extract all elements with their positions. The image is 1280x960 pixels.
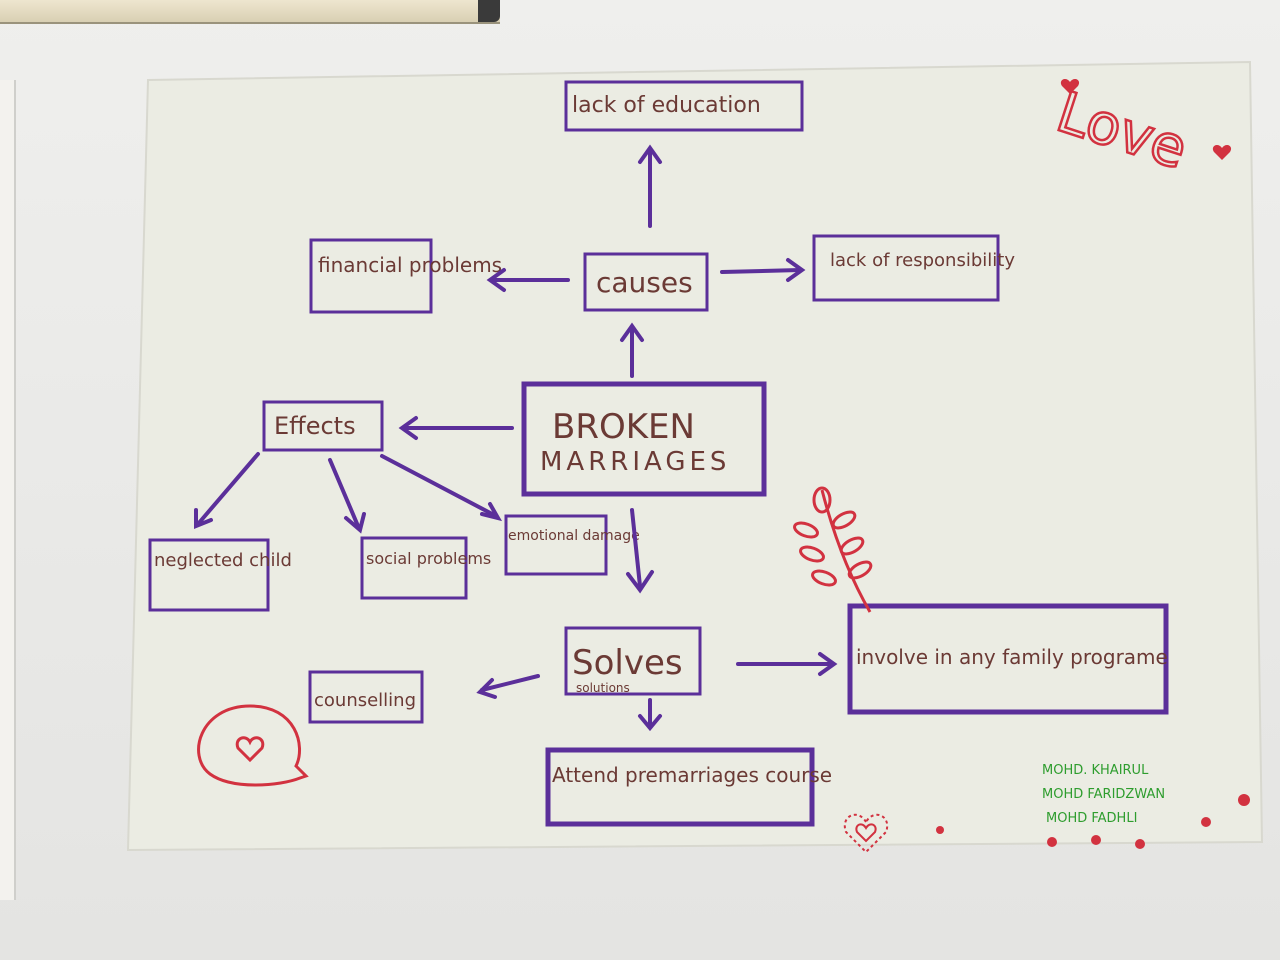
arrowhead — [344, 512, 366, 534]
arrowhead — [480, 502, 503, 522]
heart-icon — [1201, 817, 1211, 827]
paper — [126, 60, 1264, 852]
effect-emotional-damage: emotional damage — [504, 514, 640, 576]
cause-financial-problems-text: financial problems — [318, 253, 502, 277]
effect-neglected-child-text: neglected child — [154, 550, 292, 571]
heart-icon — [1060, 79, 1080, 94]
arrowhead — [398, 416, 418, 440]
marker-pen — [0, 0, 500, 24]
cause-lack-of-responsibility: lack of responsibility — [812, 234, 1015, 302]
arrow-to-counselling — [480, 674, 540, 692]
solution-counselling: counselling — [308, 670, 424, 724]
arrowhead — [818, 652, 838, 676]
marker-cap — [478, 0, 500, 22]
heart-bubble-icon — [197, 704, 309, 787]
central-title-line1: BROKEN — [552, 407, 695, 447]
solves-label: Solves — [572, 643, 683, 683]
arrow-to-solves — [630, 508, 642, 588]
causes-label: causes — [596, 266, 693, 299]
arrowhead — [620, 322, 644, 342]
cause-lack-of-responsibility-text: lack of responsibility — [830, 250, 1015, 271]
cause-lack-of-education: lack of education — [564, 80, 804, 132]
heart-icon — [1238, 794, 1250, 806]
solution-premarriage-course: Attend premarriages course — [545, 747, 832, 827]
causes-node: causes — [583, 252, 709, 312]
central-title-line2: MARRIAGES — [540, 447, 730, 477]
author-name: MOHD FADHLI — [1046, 811, 1137, 826]
heart-icon — [1091, 835, 1101, 845]
central-node: BROKEN MARRIAGES — [521, 381, 767, 497]
effect-emotional-damage-text: emotional damage — [508, 528, 640, 544]
cause-lack-of-education-text: lack of education — [572, 93, 761, 118]
arrowhead — [786, 258, 806, 282]
heart-icon — [1135, 839, 1145, 849]
arrow-to-social — [328, 458, 360, 528]
solves-sublabel: solutions — [576, 681, 630, 695]
arrowhead — [638, 144, 662, 164]
arrowhead — [626, 570, 654, 594]
solution-family-programme: involve in any family programe — [847, 603, 1169, 715]
arrow-to-responsibility — [720, 268, 802, 274]
solution-counselling-text: counselling — [314, 690, 416, 711]
dotted-heart-icon — [843, 813, 889, 854]
arrow-to-emotional — [380, 454, 498, 518]
heart-icon — [936, 826, 944, 834]
leaf-branch-icon — [793, 486, 873, 613]
solution-family-programme-text: involve in any family programe — [856, 645, 1168, 669]
effect-social-problems-text: social problems — [366, 549, 491, 568]
effects-node: Effects — [262, 400, 384, 452]
arrowhead — [194, 508, 213, 529]
effect-social-problems: social problems — [360, 536, 491, 600]
arrowhead — [486, 268, 506, 292]
arrowhead — [476, 678, 497, 699]
author-list: MOHD. KHAIRUL MOHD FARIDZWAN MOHD FADHLI — [1042, 763, 1165, 826]
arrow-to-neglected — [196, 452, 260, 526]
solution-premarriage-course-text: Attend premarriages course — [552, 763, 832, 787]
author-name: MOHD. KHAIRUL — [1042, 763, 1149, 778]
heart-icon — [1047, 837, 1057, 847]
adjacent-paper-edge — [0, 80, 16, 900]
arrowhead — [638, 714, 662, 732]
cause-financial-problems: financial problems — [309, 238, 502, 314]
author-name: MOHD FARIDZWAN — [1042, 787, 1165, 802]
effects-label: Effects — [274, 412, 356, 440]
solves-node: Solves solutions — [564, 626, 702, 696]
effect-neglected-child: neglected child — [148, 538, 292, 612]
heart-icon — [1212, 145, 1232, 160]
